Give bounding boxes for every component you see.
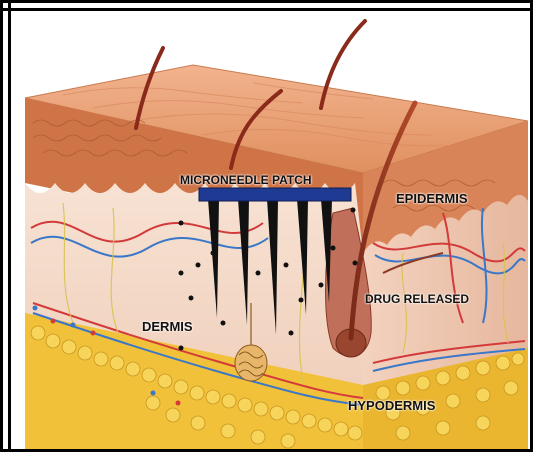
- microneedle-patch-bar: [199, 188, 351, 201]
- label-microneedle-patch: MICRONEEDLE PATCH: [180, 173, 312, 187]
- skin-diagram: [3, 3, 530, 449]
- frame-border-top: [0, 8, 533, 11]
- frame-border-left: [8, 0, 11, 452]
- label-dermis: DERMIS: [142, 319, 193, 334]
- label-epidermis: EPIDERMIS: [396, 191, 468, 206]
- label-drug-released: DRUG RELEASED: [365, 292, 469, 306]
- label-hypodermis: HYPODERMIS: [348, 398, 435, 413]
